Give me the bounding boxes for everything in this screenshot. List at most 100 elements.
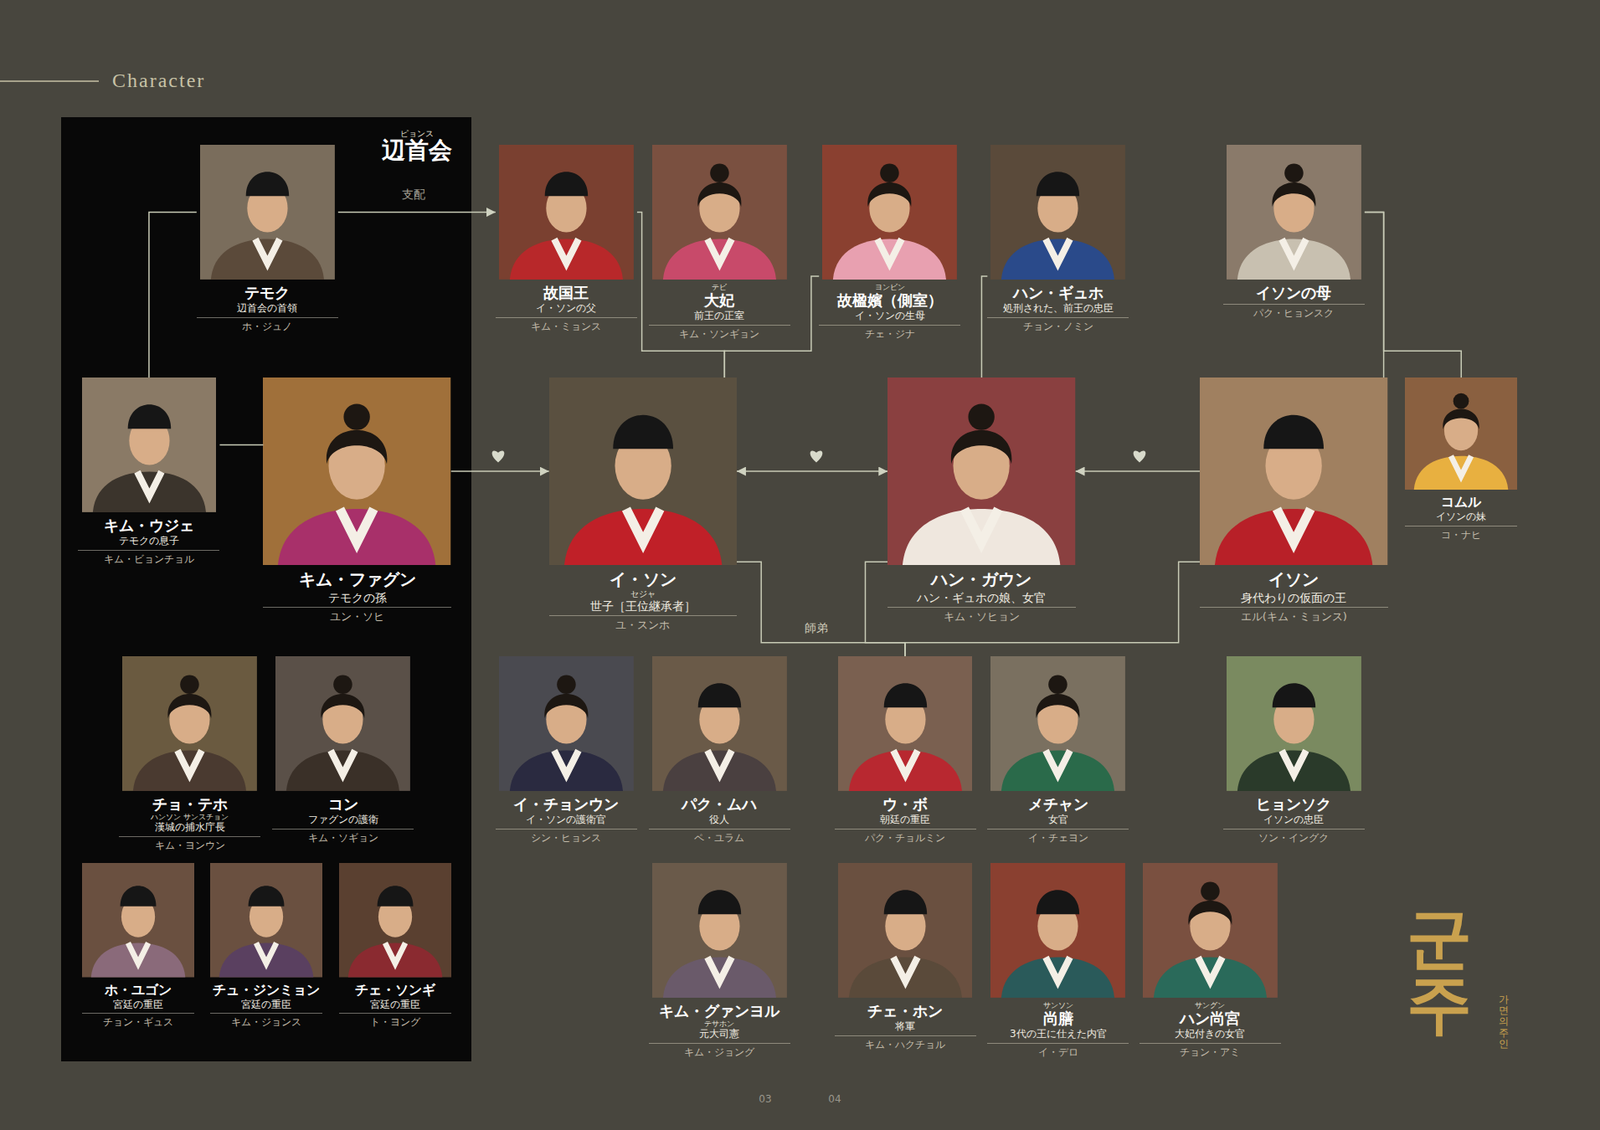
actor-name: パク・ヒョンスク	[1223, 303, 1365, 320]
character-role: 処刑された、前王の忠臣	[987, 302, 1129, 316]
actor-name: ソン・イングク	[1223, 828, 1365, 845]
collar-shape	[1045, 239, 1071, 264]
collar-shape	[136, 472, 161, 497]
character-card: ホ・ユゴン宮廷の重臣チョン・ギュス	[82, 863, 195, 1029]
hair-bun	[556, 674, 577, 695]
collar-shape	[707, 239, 732, 264]
ruby-reading: セジャ	[549, 590, 737, 599]
photo-ground	[652, 863, 788, 999]
robe-shape	[1237, 239, 1351, 280]
portrait-photo	[838, 656, 973, 792]
faction-panel: ピョンス辺首会 テモク辺首会の首領ホ・ジュノキム・ウジェテモクの息子キム・ビョンチ…	[61, 117, 472, 1061]
relation-line	[1075, 470, 1201, 473]
photo-ground	[652, 144, 788, 280]
photo-ground	[1226, 656, 1362, 792]
character-card: チェ・ソンギ宮廷の重臣ト・ヨング	[339, 863, 452, 1029]
photo-ground	[82, 377, 217, 513]
character-name: イソン	[1199, 569, 1388, 591]
collar-shape	[707, 750, 732, 775]
actor-name: キム・ソヒョン	[887, 607, 1076, 625]
character-card: ハン・ガウンハン・ギュホの娘、女官キム・ソヒョン	[887, 377, 1076, 625]
character-name: 大妃	[648, 291, 791, 311]
photo-ground	[499, 144, 634, 280]
collar-shape	[707, 957, 732, 983]
character-card: テモク辺首会の首領ホ・ジュノ	[196, 144, 339, 334]
robe-shape	[833, 239, 947, 280]
relation-line	[451, 470, 550, 473]
character-role: 宮廷の重臣	[82, 998, 195, 1013]
character-role: イ・ソンの生母	[818, 309, 961, 324]
character-role: テモクの孫	[262, 590, 451, 606]
ruby-reading: テビ	[648, 283, 791, 292]
actor-name: イ・チェヨン	[987, 828, 1129, 845]
robe-shape	[90, 943, 186, 978]
faction-name: 辺首会	[379, 138, 455, 165]
portrait-photo	[1404, 377, 1518, 490]
hat-shape	[1272, 683, 1316, 708]
hair-bun	[968, 403, 995, 430]
photo-ground	[990, 656, 1126, 792]
robe-shape	[1414, 456, 1509, 490]
hat-shape	[127, 404, 170, 429]
photo-ground	[1142, 863, 1278, 999]
photo-ground	[122, 656, 258, 792]
collar-shape	[893, 957, 918, 983]
robe-shape	[1214, 509, 1373, 566]
relation-line	[1364, 212, 1462, 378]
collar-shape	[893, 750, 918, 775]
photo-ground	[1226, 144, 1362, 280]
heart-symbol	[1133, 451, 1147, 464]
actor-name: ペ・ユラム	[648, 828, 791, 845]
actor-name: チョン・ノミン	[987, 317, 1129, 334]
photo-ground	[82, 863, 195, 978]
ruby-reading: ピョンス	[379, 129, 455, 139]
hair-shape	[320, 694, 365, 719]
actor-name: シン・ヒョンス	[495, 828, 638, 845]
character-role: 宮廷の重臣	[339, 998, 452, 1013]
character-name: イソンの母	[1223, 283, 1365, 304]
character-role: イソンの忠臣	[1223, 813, 1365, 828]
relation-line	[1364, 212, 1384, 378]
actor-name: チョン・ギュス	[82, 1013, 195, 1029]
ruby-reading: ヨンビン	[818, 283, 961, 292]
actor-name: ユン・ソヒ	[262, 607, 451, 625]
character-role: 大妃付きの女官	[1139, 1028, 1282, 1042]
relation-line	[736, 470, 888, 473]
robe-shape	[902, 509, 1060, 566]
character-role: 宮廷の重臣	[210, 998, 323, 1013]
character-role: テモクの息子	[77, 535, 220, 549]
portrait-photo	[822, 144, 957, 280]
robe-shape	[1237, 750, 1351, 791]
character-card: ヒョンソクイソンの忠臣ソン・イングク	[1223, 656, 1365, 845]
character-card: イソンの母パク・ヒョンスク	[1223, 144, 1365, 321]
portrait-photo	[210, 863, 323, 978]
robe-shape	[92, 472, 206, 513]
character-name: チュ・ジンミョン	[210, 982, 323, 999]
collar-shape	[964, 509, 999, 543]
portrait-photo	[652, 863, 788, 999]
photo-ground	[887, 377, 1076, 566]
actor-name: キム・ミョンス	[495, 317, 638, 334]
robe-shape	[848, 750, 962, 791]
character-name: コムル	[1404, 493, 1518, 511]
character-role: イ・ソンの護衛官	[495, 813, 638, 828]
portrait-photo	[838, 863, 973, 999]
robe-shape	[663, 957, 777, 999]
character-name: 故楹嬪（側室）	[818, 291, 961, 311]
robe-shape	[663, 750, 777, 791]
hat-shape	[1036, 171, 1080, 196]
collar-shape	[626, 509, 660, 543]
ruby-reading: ハンソン サンスチョン	[118, 813, 261, 822]
robe-shape	[564, 509, 722, 566]
character-card: キム・ウジェテモクの息子キム・ビョンチョル	[77, 377, 220, 566]
character-card: キム・ファグンテモクの孫ユン・ソヒ	[262, 377, 451, 625]
character-name: イ・チョンウン	[495, 795, 638, 815]
hat-shape	[545, 171, 588, 196]
photo-ground	[210, 863, 323, 978]
robe-shape	[1001, 239, 1115, 280]
actor-name: イ・デロ	[987, 1043, 1129, 1060]
portrait-photo	[82, 863, 195, 978]
collar-shape	[1045, 957, 1071, 983]
character-role: 元大司憲	[648, 1028, 791, 1042]
hair-bun	[180, 674, 200, 695]
